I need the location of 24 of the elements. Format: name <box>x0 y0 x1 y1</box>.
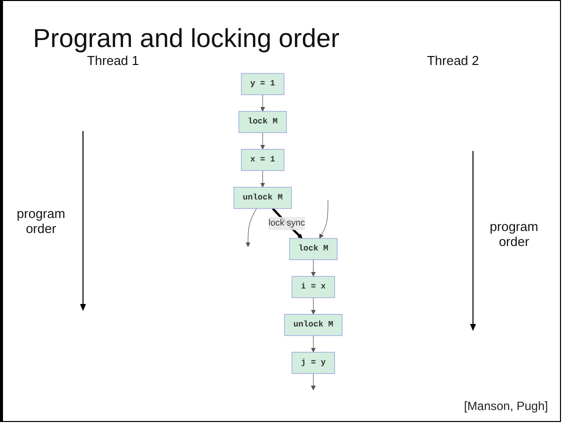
node-box: y = 1 <box>241 73 284 96</box>
edge-label: lock sync <box>268 218 305 228</box>
arrow <box>310 259 316 277</box>
thread-heading: Thread 1 <box>86 53 140 68</box>
thread-heading: Thread 2 <box>426 53 480 68</box>
node-box: x = 1 <box>241 149 284 171</box>
node-box: unlock M <box>234 186 292 209</box>
side-label: program order <box>488 219 540 249</box>
arrow <box>260 170 266 188</box>
slide-title: Program and locking order <box>33 23 340 54</box>
arrow <box>310 335 316 352</box>
node-box: lock M <box>289 238 338 260</box>
arrow <box>310 373 316 390</box>
citation: [Manson, Pugh] <box>464 399 548 413</box>
side-label: program order <box>16 206 66 236</box>
arrow <box>260 132 266 150</box>
node-box: unlock M <box>284 314 342 336</box>
arrow <box>319 200 328 239</box>
arrow <box>246 208 257 248</box>
arrow <box>310 297 316 314</box>
node-box: i = x <box>292 276 335 298</box>
node-box: lock M <box>238 111 287 133</box>
arrow <box>260 94 266 112</box>
node-box: j = y <box>292 352 335 374</box>
